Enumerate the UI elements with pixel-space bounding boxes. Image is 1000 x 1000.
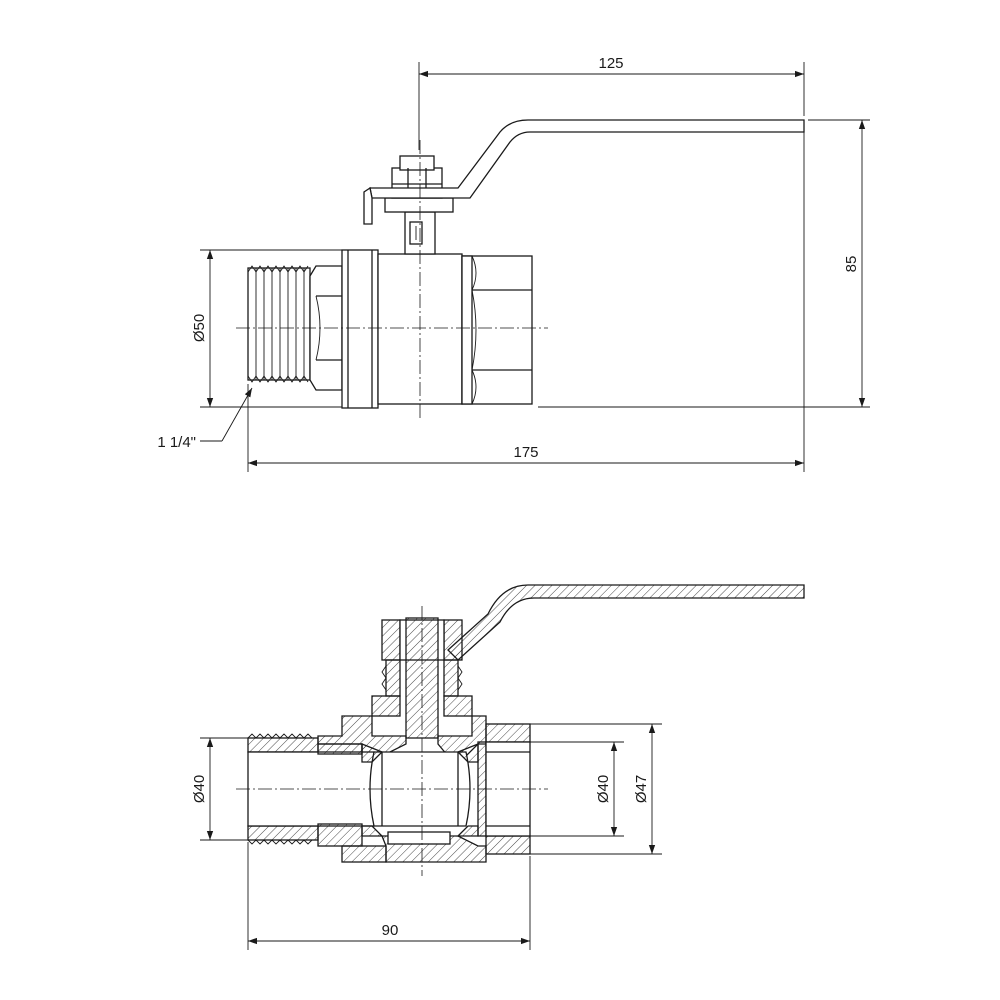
dimension-d40-left: Ø40 xyxy=(191,737,248,841)
valve-section-view: Ø40 Ø40 Ø47 90 xyxy=(191,584,805,950)
dim-right-outer-label: Ø47 xyxy=(633,775,650,803)
male-thread-end xyxy=(247,265,311,383)
dimension-d40-right: Ø40 xyxy=(530,741,624,837)
right-hex-end xyxy=(461,255,533,405)
dimension-175: 175 xyxy=(247,132,805,472)
section-seat-left xyxy=(361,743,384,763)
section-left-nut xyxy=(317,743,363,755)
thread-size-label: 1 1/4" xyxy=(157,434,196,451)
stem-assembly xyxy=(384,155,454,255)
dim-right-bore-label: Ø40 xyxy=(595,775,612,803)
thread-callout: 1 1/4" xyxy=(157,387,253,451)
dimension-125: 125 xyxy=(418,55,805,150)
dim-lever-length-label: 125 xyxy=(598,55,623,72)
section-lever-handle xyxy=(447,584,805,661)
dimension-85: 85 xyxy=(538,119,870,408)
valve-exterior-view: 125 85 Ø50 1 1/4" 175 xyxy=(157,55,870,472)
dim-diameter-label: Ø50 xyxy=(191,314,208,342)
dimension-d50: Ø50 xyxy=(191,249,342,408)
dim-height-label: 85 xyxy=(843,256,860,273)
dim-body-length-label: 90 xyxy=(382,922,399,939)
dim-total-length-label: 175 xyxy=(513,444,538,461)
dimension-d47: Ø47 xyxy=(530,723,662,855)
dimension-90: 90 xyxy=(247,842,531,950)
dim-left-bore-label: Ø40 xyxy=(191,775,208,803)
